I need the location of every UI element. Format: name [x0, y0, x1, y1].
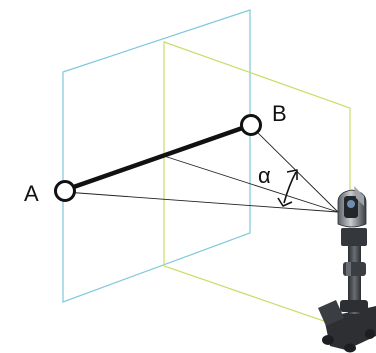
- point-b-marker: [240, 114, 262, 136]
- angle-label: α: [258, 163, 271, 188]
- sight-line-a: [64, 191, 339, 213]
- laser-tracker-icon: [318, 186, 376, 353]
- point-a-marker: [54, 180, 76, 202]
- back-plane: [62, 9, 251, 303]
- angle-arc-icon: [277, 169, 298, 207]
- segment-ab: [62, 122, 254, 193]
- sight-line-mid: [163, 155, 339, 213]
- point-a-label: A: [24, 181, 39, 206]
- sight-lines: [64, 125, 339, 213]
- sight-line-b: [250, 125, 339, 213]
- point-b-label: B: [272, 101, 287, 126]
